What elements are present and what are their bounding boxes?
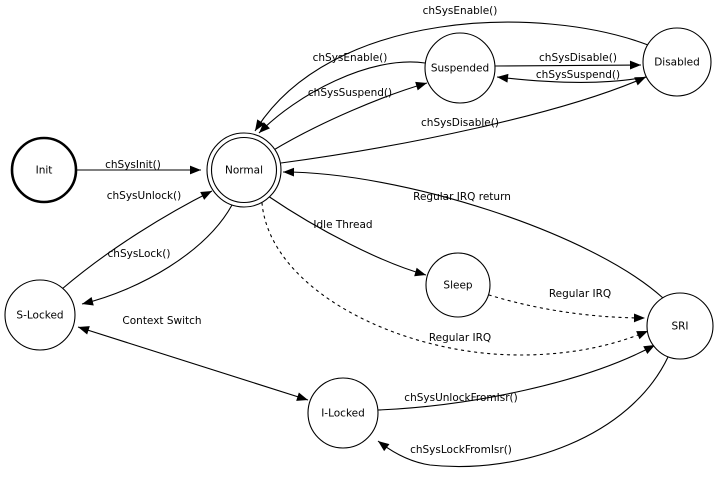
arrow-head <box>259 122 270 133</box>
edge-label: chSysDisable() <box>421 117 499 129</box>
edge-label: chSysSuspend() <box>308 87 392 99</box>
node-outline <box>646 292 714 360</box>
arrow-head <box>415 81 427 91</box>
node-label: Init <box>36 165 53 177</box>
edge-e-disabled-normal <box>254 21 649 132</box>
edge-path <box>377 344 656 411</box>
arrow-head <box>414 267 426 277</box>
edge-path <box>77 326 309 401</box>
state-node-sri[interactable]: SRI <box>646 292 714 360</box>
edge-labels-layer: chSysInit() chSysUnlock() chSysLock() chSys… <box>105 5 620 456</box>
edge-e-suspended-normal <box>258 61 426 134</box>
arrow-head <box>190 165 201 175</box>
edge-label: chSysUnlock() <box>107 190 182 202</box>
node-outline <box>425 252 491 318</box>
edge-e-ilocked-sri <box>377 344 656 411</box>
node-label: S-Locked <box>16 310 63 322</box>
node-label: Disabled <box>654 57 700 69</box>
edge-label: chSysEnable() <box>313 52 388 64</box>
edge-e-sri-ilocked <box>377 356 669 468</box>
edge-label: Regular IRQ <box>549 288 611 300</box>
arrow-head <box>378 441 390 452</box>
edge-e-normal-sleep <box>267 195 427 277</box>
edge-path <box>261 202 649 356</box>
edge-e-slocked-normal <box>61 190 213 290</box>
edge-e-sleep-sri <box>488 294 646 323</box>
node-label: I-Locked <box>321 408 365 420</box>
edge-path <box>494 64 642 67</box>
arrow-head <box>200 191 212 200</box>
edge-label: Regular IRQ return <box>413 191 511 203</box>
edge-label: chSysUnlockFromIsr() <box>404 392 517 404</box>
arrow-head <box>629 60 641 70</box>
edge-e-normal-slocked <box>81 204 233 306</box>
edge-path <box>81 204 233 305</box>
edge-label: chSysLock() <box>108 248 171 260</box>
edges-layer <box>61 21 669 468</box>
arrow-head <box>296 392 308 401</box>
arrow-head <box>497 73 509 83</box>
arrow-head <box>636 331 648 340</box>
edge-label: chSysSuspend() <box>536 69 620 81</box>
node-outline <box>642 27 712 97</box>
edge-label: chSysInit() <box>105 159 161 171</box>
node-outline-inner <box>210 136 278 204</box>
edge-label: chSysDisable() <box>539 52 617 64</box>
node-outline <box>4 279 76 351</box>
state-node-disabled[interactable]: Disabled <box>642 27 712 97</box>
node-label: Suspended <box>431 63 489 75</box>
edge-label: chSysEnable() <box>423 5 498 17</box>
arrow-head <box>283 167 295 177</box>
edge-label: chSysLockFromIsr() <box>410 444 512 456</box>
edge-e-normal-sri <box>261 202 649 356</box>
edge-e-sri-normal <box>282 167 664 299</box>
edge-e-slocked-ilocked <box>77 326 309 401</box>
node-label: SRI <box>671 321 688 333</box>
edge-path <box>496 76 647 83</box>
edge-path <box>254 21 649 132</box>
edge-path <box>280 76 647 164</box>
arrow-head <box>633 313 645 323</box>
arrow-head <box>643 345 655 355</box>
state-node-slocked[interactable]: S-Locked <box>4 279 76 351</box>
edge-e-disabled-suspended <box>496 73 647 83</box>
node-label: Normal <box>225 165 263 177</box>
state-node-init[interactable]: Init <box>10 136 78 204</box>
edge-path <box>377 356 669 468</box>
node-outline <box>10 136 78 204</box>
edge-path <box>282 171 664 299</box>
state-node-ilocked[interactable]: I-Locked <box>307 377 379 449</box>
edge-path <box>267 195 427 276</box>
node-outline <box>307 377 379 449</box>
state-node-sleep[interactable]: Sleep <box>425 252 491 318</box>
arrow-head <box>255 119 265 131</box>
edge-e-suspended-disabled <box>494 60 642 70</box>
edge-label: Idle Thread <box>313 219 372 231</box>
node-outline <box>424 32 496 104</box>
edge-label: Context Switch <box>122 315 201 327</box>
state-node-normal[interactable]: Normal <box>206 132 282 208</box>
state-node-suspended[interactable]: Suspended <box>424 32 496 104</box>
edge-path <box>271 82 428 152</box>
edge-e-init-normal <box>76 165 201 175</box>
edge-path <box>61 190 213 290</box>
edge-e-normal-suspended <box>271 81 428 152</box>
edge-label: Regular IRQ <box>429 332 491 344</box>
arrow-head <box>82 297 94 306</box>
arrow-head <box>78 326 90 335</box>
edge-path <box>488 294 646 319</box>
edge-path <box>258 61 426 134</box>
node-label: Sleep <box>443 280 473 292</box>
